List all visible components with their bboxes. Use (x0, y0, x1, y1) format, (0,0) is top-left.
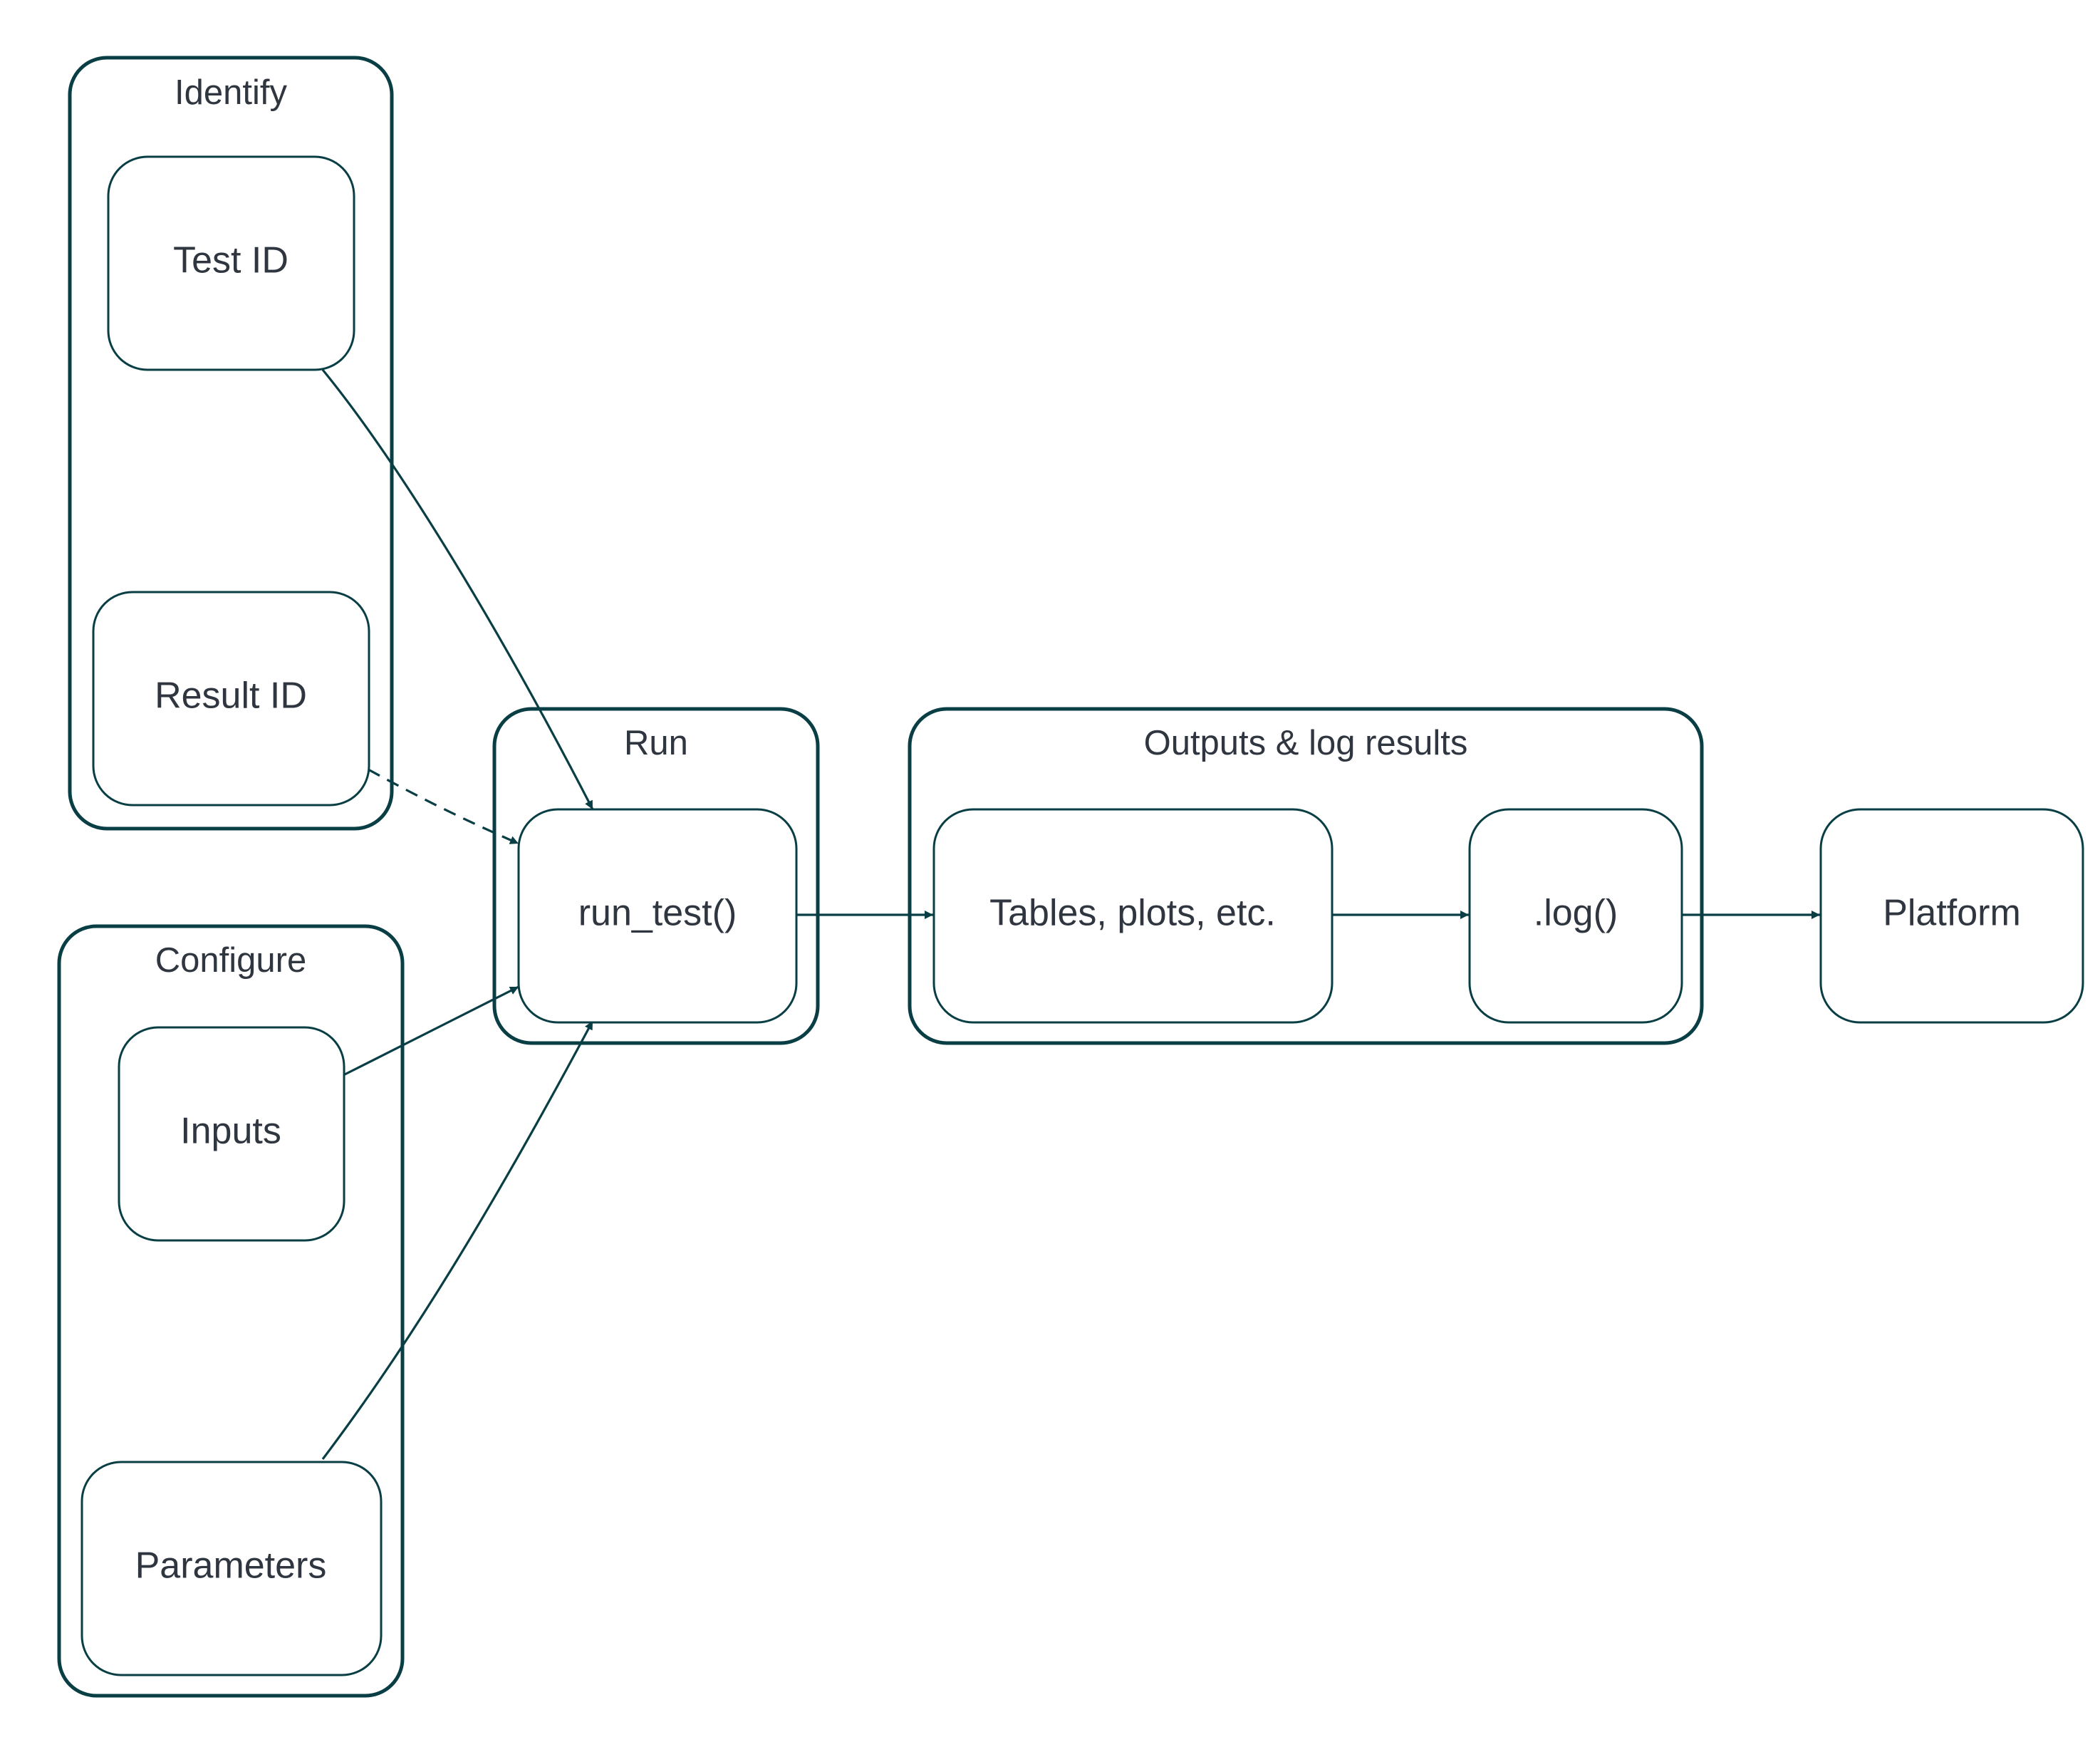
node-platform[interactable]: Platform (1819, 808, 2084, 1024)
node-log[interactable]: .log() (1468, 808, 1683, 1024)
group-identify-title: Identify (175, 73, 287, 112)
node-run-test[interactable]: run_test() (517, 808, 798, 1024)
node-parameters[interactable]: Parameters (80, 1461, 383, 1676)
edge-inputs-to-run-test (344, 985, 519, 1076)
edge-result-id-to-run-test (368, 768, 519, 845)
node-inputs[interactable]: Inputs (118, 1026, 345, 1242)
node-inputs-label: Inputs (180, 1111, 281, 1152)
node-run-test-label: run_test() (578, 893, 737, 934)
edge-test-id-to-run-test (321, 368, 594, 810)
node-parameters-label: Parameters (135, 1545, 327, 1587)
node-result-id-label: Result ID (155, 675, 307, 717)
node-log-label: .log() (1534, 893, 1618, 934)
group-configure-title: Configure (155, 941, 306, 980)
node-test-id[interactable]: Test ID (107, 155, 355, 371)
group-run-title: Run (624, 724, 688, 762)
edge-parameters-to-run-test (321, 1020, 594, 1460)
node-result-id[interactable]: Result ID (92, 591, 370, 807)
node-test-id-label: Test ID (173, 240, 289, 281)
node-tables-label: Tables, plots, etc. (989, 893, 1276, 934)
node-tables[interactable]: Tables, plots, etc. (932, 808, 1334, 1024)
group-outputs-title: Outputs & log results (1144, 724, 1468, 762)
node-platform-label: Platform (1883, 893, 2021, 934)
